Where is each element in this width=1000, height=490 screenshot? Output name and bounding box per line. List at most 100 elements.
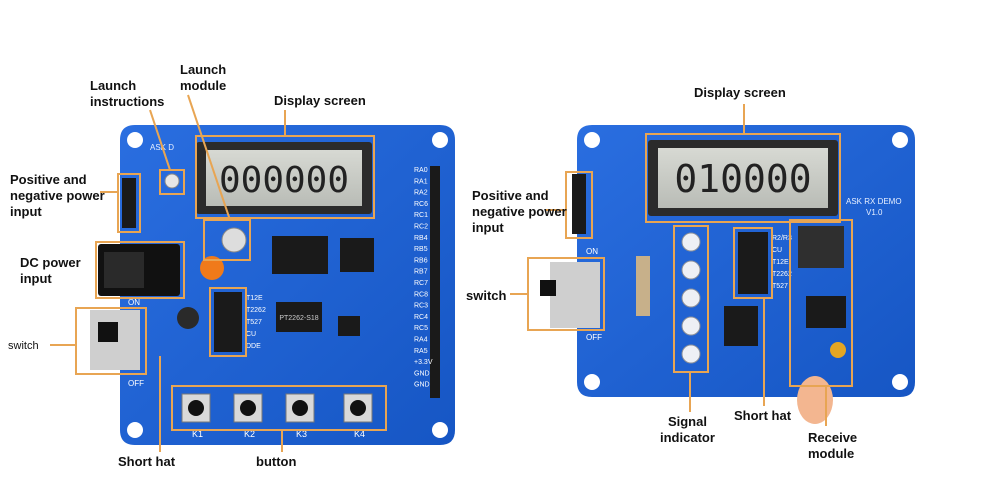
left-button-row: K1 K2 K3 K4 — [181, 393, 373, 439]
left-pin-labels: RA0RA1RA2RC6RC1RC2RB4RB5RB6RB7RC7RC8RC3R… — [414, 167, 433, 389]
signal-led — [681, 232, 701, 252]
pin-label: RC4 — [414, 314, 428, 321]
left-ic-2 — [340, 238, 374, 272]
callout-module — [203, 219, 251, 261]
mount-hole — [127, 422, 143, 438]
right-jumper-label: CU — [772, 247, 782, 254]
mount-hole — [584, 132, 600, 148]
right-switch — [550, 262, 600, 328]
signal-led-column — [681, 232, 701, 364]
button-label: K3 — [296, 429, 307, 439]
pin-label: RA4 — [414, 337, 428, 344]
left-switch-off: OFF — [128, 379, 144, 388]
receive-module-board — [798, 226, 844, 268]
orange-capacitor — [200, 256, 224, 280]
left-board: 000000 ASK D ON OFF PT2262-S18 T12E T226… — [90, 125, 455, 445]
mount-hole — [892, 132, 908, 148]
right-jumper-label: R2/R3 — [772, 235, 792, 242]
button-label: K4 — [354, 429, 365, 439]
right-callouts — [510, 104, 853, 426]
callout-switch — [75, 307, 147, 375]
launch-coil — [221, 227, 247, 253]
tact-switch-cap — [292, 400, 308, 416]
pin-label: RC6 — [414, 201, 428, 208]
pin-label: RC1 — [414, 212, 428, 219]
tact-switch-cap — [350, 400, 366, 416]
right-lcd-digits: 010000 — [674, 157, 811, 201]
pin-label: GND — [414, 382, 430, 389]
right-version-silkscreen: V1.0 — [866, 208, 883, 217]
left-switch-on: ON — [128, 298, 140, 307]
pin-label: RB7 — [414, 269, 428, 276]
left-lcd-digits: 000000 — [219, 160, 349, 201]
tact-switch-cap — [188, 400, 204, 416]
right-power-header — [572, 174, 586, 234]
signal-led — [681, 316, 701, 336]
left-ic-encoder — [276, 302, 322, 332]
left-ic-3 — [338, 316, 360, 336]
left-jumper-label: CU — [246, 331, 256, 338]
callout-power — [117, 173, 141, 233]
left-switch-lever — [98, 322, 118, 342]
pin-label: RC8 — [414, 291, 428, 298]
launch-led — [164, 173, 180, 189]
label-short-hat-left: Short hat — [118, 454, 176, 469]
right-switch-on: ON — [586, 247, 598, 256]
right-lcd-glass — [658, 148, 828, 208]
pin-label: +3.3V — [414, 359, 433, 366]
right-jumper-label: T527 — [772, 283, 788, 290]
right-jumper-label: T2262 — [772, 271, 792, 278]
right-board: 010000 ASK RX DEMO V1.0 ON OFF R2/R3CUT1… — [540, 125, 915, 424]
callout-line — [187, 94, 231, 221]
callout-line — [149, 109, 171, 171]
label-switch-right: switch — [466, 288, 507, 303]
label-display-screen-right: Display screen — [694, 85, 786, 100]
pin-label: RA5 — [414, 348, 428, 355]
left-jumper-label: T12E — [246, 295, 263, 302]
button-label: K2 — [244, 429, 255, 439]
label-button: button — [256, 454, 297, 469]
left-jumper-label: DDE — [246, 343, 261, 350]
callout-jumper — [209, 287, 247, 357]
mount-hole — [432, 132, 448, 148]
signal-led — [681, 344, 701, 364]
pin-label: RC3 — [414, 303, 428, 310]
mount-hole — [892, 374, 908, 390]
dc-jack-opening — [104, 252, 144, 288]
callout-buttons — [171, 385, 387, 431]
left-electrolytic-cap — [177, 307, 199, 329]
finger — [797, 376, 833, 424]
left-jumper-label: T527 — [246, 319, 262, 326]
right-ic-decoder — [806, 296, 846, 328]
signal-led — [681, 260, 701, 280]
signal-led — [681, 288, 701, 308]
callout-dc — [95, 241, 185, 299]
button-label: K1 — [192, 429, 203, 439]
right-switch-off: OFF — [586, 333, 602, 342]
callout-power-right — [565, 171, 593, 239]
right-jumper-label: T12E — [772, 259, 789, 266]
pin-label: RA0 — [414, 167, 428, 174]
left-power-header — [122, 178, 136, 228]
label-short-hat-right: Short hat — [734, 408, 792, 423]
tact-switch-cap — [240, 400, 256, 416]
label-switch-left: switch — [8, 340, 39, 352]
pin-label: RB4 — [414, 235, 428, 242]
pin-label: RA2 — [414, 190, 428, 197]
mount-hole — [127, 132, 143, 148]
right-capacitor — [830, 342, 846, 358]
callout-receive — [789, 219, 853, 387]
left-chip-text: PT2262-S18 — [279, 315, 318, 322]
pin-label: RC2 — [414, 224, 428, 231]
right-switch-lever — [540, 280, 556, 296]
callout-led — [159, 169, 185, 195]
pin-label: RC5 — [414, 325, 428, 332]
right-resistor-network — [636, 256, 650, 316]
